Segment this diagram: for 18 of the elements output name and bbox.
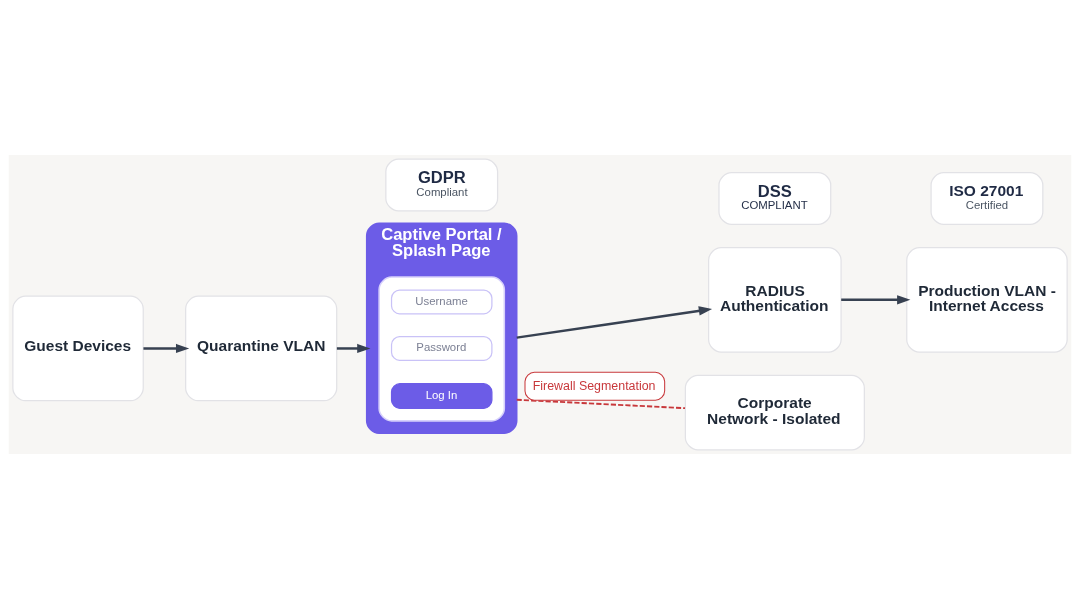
- node-box: Quarantine VLAN: [185, 295, 338, 401]
- node-box: Username: [390, 288, 493, 314]
- node-box: GDPR Compliant: [385, 158, 499, 211]
- node-box: Guest Devices: [12, 295, 144, 401]
- arrow: [143, 343, 190, 353]
- node-box: Password: [390, 335, 493, 361]
- node-box: Log In: [390, 382, 493, 409]
- node-box: DSS COMPLIANT: [718, 171, 832, 225]
- node-box: ISO 27001 Certified: [930, 171, 1044, 225]
- node-box: Corporate Network - Isolated: [684, 374, 865, 450]
- arrow: [841, 294, 911, 304]
- connector: [515, 398, 686, 409]
- arrow: [516, 305, 713, 339]
- edge-label: Firewall Segmentation: [532, 378, 656, 393]
- node-box: Production VLAN - Internet Access: [906, 246, 1068, 353]
- arrow: [336, 343, 371, 353]
- node-box: RADIUS Authentication: [708, 246, 842, 353]
- cluster: [378, 275, 506, 422]
